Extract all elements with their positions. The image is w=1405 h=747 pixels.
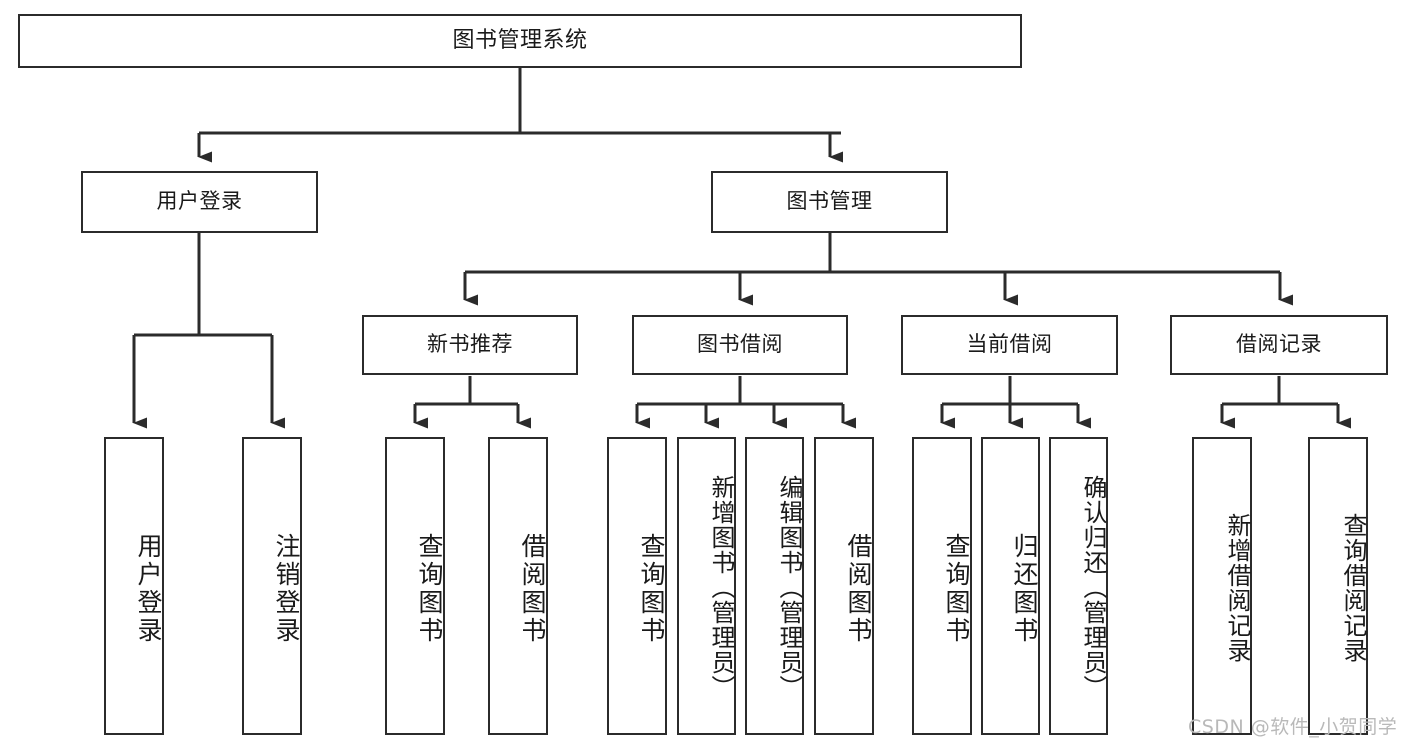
node-book-manage[interactable]: 图书管理 bbox=[711, 171, 948, 233]
leaf-add-borrow-record[interactable]: 新增借阅记录 bbox=[1192, 437, 1252, 735]
leaf-query-borrow-record[interactable]: 查询借阅记录 bbox=[1308, 437, 1368, 735]
node-book-borrow[interactable]: 图书借阅 bbox=[632, 315, 848, 375]
leaf-user-login-label: 用户登录 bbox=[134, 533, 163, 645]
leaf-return-book-label: 归还图书 bbox=[1010, 533, 1039, 645]
leaf-return-book[interactable]: 归还图书 bbox=[981, 437, 1040, 735]
leaf-confirm-return-admin[interactable]: 确认归还（管理员） bbox=[1049, 437, 1108, 735]
watermark: CSDN @软件_小贺同学 bbox=[1188, 716, 1398, 738]
leaf-borrow-book-2[interactable]: 借阅图书 bbox=[814, 437, 874, 735]
node-borrow-record[interactable]: 借阅记录 bbox=[1170, 315, 1388, 375]
leaf-query-book-1[interactable]: 查询图书 bbox=[385, 437, 445, 735]
node-current-borrow-label: 当前借阅 bbox=[966, 332, 1053, 357]
node-root-label: 图书管理系统 bbox=[452, 27, 588, 53]
leaf-edit-book-admin-label: 编辑图书（管理员） bbox=[775, 475, 803, 700]
leaf-add-borrow-record-label: 新增借阅记录 bbox=[1223, 512, 1251, 663]
node-current-borrow[interactable]: 当前借阅 bbox=[901, 315, 1118, 375]
leaf-add-book-admin-label: 新增图书（管理员） bbox=[707, 475, 735, 700]
node-book-borrow-label: 图书借阅 bbox=[697, 332, 783, 357]
leaf-borrow-book-1[interactable]: 借阅图书 bbox=[488, 437, 548, 735]
leaf-user-login[interactable]: 用户登录 bbox=[104, 437, 164, 735]
node-book-manage-label: 图书管理 bbox=[786, 189, 873, 214]
node-user-login[interactable]: 用户登录 bbox=[81, 171, 318, 233]
leaf-query-book-3-label: 查询图书 bbox=[942, 533, 971, 645]
leaf-borrow-book-1-label: 借阅图书 bbox=[518, 533, 547, 645]
leaf-query-book-3[interactable]: 查询图书 bbox=[912, 437, 972, 735]
leaf-edit-book-admin[interactable]: 编辑图书（管理员） bbox=[745, 437, 804, 735]
leaf-query-book-1-label: 查询图书 bbox=[415, 533, 444, 645]
leaf-user-logout[interactable]: 注销登录 bbox=[242, 437, 302, 735]
node-new-book-recommend[interactable]: 新书推荐 bbox=[362, 315, 578, 375]
node-borrow-record-label: 借阅记录 bbox=[1236, 332, 1322, 357]
leaf-user-logout-label: 注销登录 bbox=[272, 533, 301, 645]
leaf-query-book-2[interactable]: 查询图书 bbox=[607, 437, 667, 735]
leaf-borrow-book-2-label: 借阅图书 bbox=[844, 533, 873, 645]
leaf-query-book-2-label: 查询图书 bbox=[637, 533, 666, 645]
node-root[interactable]: 图书管理系统 bbox=[18, 14, 1022, 68]
leaf-confirm-return-admin-label: 确认归还（管理员） bbox=[1079, 475, 1107, 700]
leaf-add-book-admin[interactable]: 新增图书（管理员） bbox=[677, 437, 736, 735]
node-new-book-recommend-label: 新书推荐 bbox=[427, 332, 513, 357]
leaf-query-borrow-record-label: 查询借阅记录 bbox=[1339, 512, 1367, 663]
node-user-login-label: 用户登录 bbox=[156, 189, 243, 214]
